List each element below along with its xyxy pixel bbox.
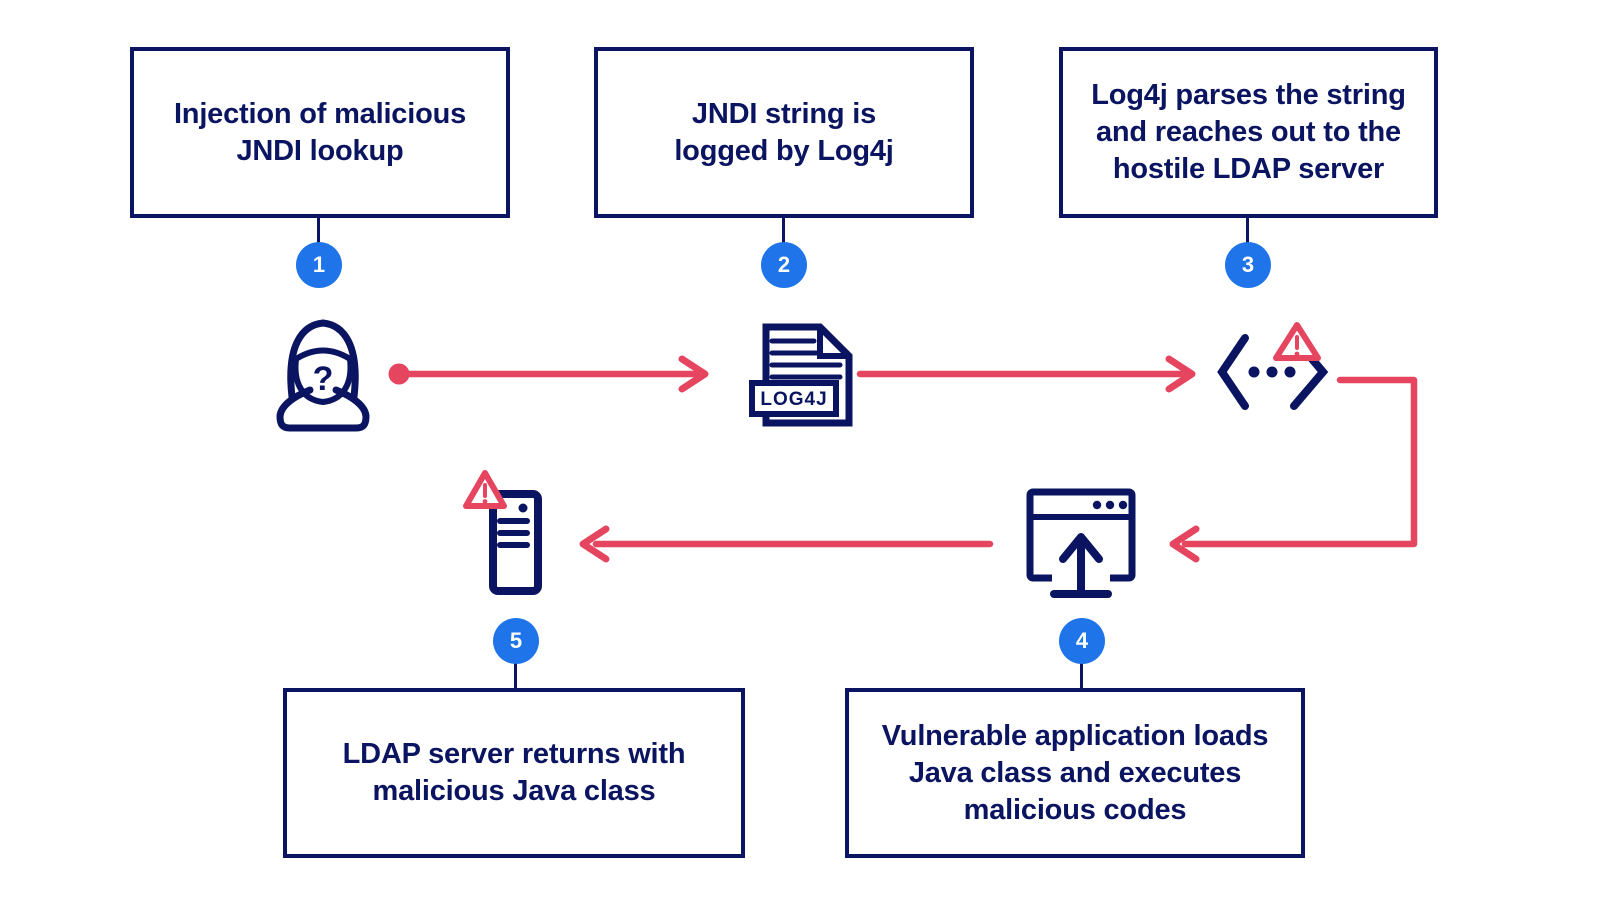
warning-triangle-icon — [463, 470, 507, 509]
connector-line — [317, 216, 320, 246]
step-number-badge-3: 3 — [1225, 242, 1271, 288]
question-mark: ? — [313, 360, 334, 398]
step-number-badge-4: 4 — [1059, 618, 1105, 664]
log4j-file-label-plate — [749, 380, 839, 417]
warning-triangle-icon — [1273, 322, 1321, 361]
log4j-file-icon: LOG4J — [749, 323, 853, 427]
arrow-log4j-to-parser — [856, 355, 1196, 393]
arrow-app-to-ldap — [579, 525, 994, 563]
step-box-5: LDAP server returns with malicious Java … — [283, 688, 745, 858]
connector-line — [1246, 216, 1249, 246]
app-window-upload-icon — [1026, 488, 1136, 598]
step-box-2: JNDI string is logged by Log4j — [594, 47, 974, 218]
step-1-label: Injection of malicious JNDI lookup — [173, 97, 467, 167]
hacker-icon: ? — [276, 319, 370, 432]
arrow-parser-to-app — [1169, 376, 1418, 563]
step-box-4: Vulnerable application loads Java class … — [845, 688, 1305, 858]
connector-line — [1080, 660, 1083, 690]
step-5-label: LDAP server returns with malicious Java … — [342, 738, 686, 807]
log4j-file-label: LOG4J — [760, 389, 827, 410]
step-3-label: Log4j parses the string and reaches out … — [1091, 79, 1406, 185]
step-4-label: Vulnerable application loads Java class … — [881, 719, 1269, 826]
connector-line — [514, 660, 517, 690]
step-box-3: Log4j parses the string and reaches out … — [1059, 47, 1438, 218]
step-2-label: JNDI string is logged by Log4j — [674, 97, 894, 167]
step-number-badge-2: 2 — [761, 242, 807, 288]
step-number-badge-5: 5 — [493, 618, 539, 664]
step-box-1: Injection of malicious JNDI lookup — [130, 47, 510, 218]
arrow-attacker-to-log4j — [388, 355, 709, 393]
ldap-server-icon — [489, 490, 542, 595]
step-number-badge-1: 1 — [296, 242, 342, 288]
connector-line — [782, 216, 785, 246]
